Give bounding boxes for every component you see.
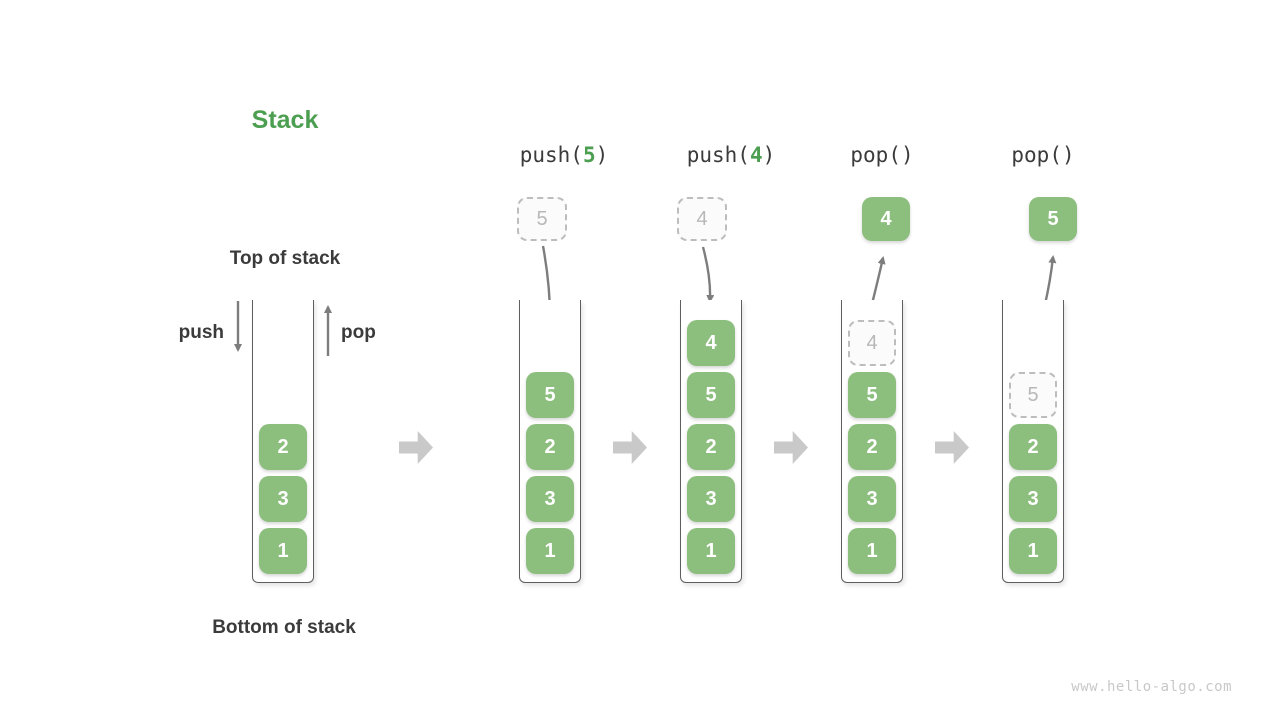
op-arg: 4 — [749, 143, 763, 167]
floating-popped-value: 5 — [1029, 197, 1077, 241]
op-text: push( — [519, 143, 583, 167]
watermark: www.hello-algo.com — [1071, 679, 1232, 695]
op-text: ) — [762, 143, 776, 167]
top-of-stack-label: Top of stack — [229, 248, 341, 269]
stack-cell-ghost: 5 — [1009, 372, 1057, 418]
stack-cell: 4 — [687, 320, 735, 366]
operation-label-push-4: push(4) — [687, 143, 776, 167]
push-label: push — [178, 322, 224, 343]
op-text: push( — [686, 143, 750, 167]
stack-cell: 5 — [687, 372, 735, 418]
floating-ghost-value: 5 — [517, 197, 567, 241]
floating-popped-value: 4 — [862, 197, 910, 241]
curved-arrow-down-icon — [701, 246, 715, 303]
op-text: pop() — [1011, 143, 1075, 167]
diagram-title: Stack — [251, 106, 319, 134]
arrow-right-icon — [774, 431, 808, 464]
stack-cell: 2 — [1009, 424, 1057, 470]
stack-cell-ghost: 4 — [848, 320, 896, 366]
stack-cell: 5 — [848, 372, 896, 418]
pop-label: pop — [341, 322, 376, 343]
stack-cell: 2 — [526, 424, 574, 470]
operation-label-push-5: push(5) — [520, 143, 609, 167]
stack-cell: 1 — [526, 528, 574, 574]
operation-label-pop-1: pop() — [850, 143, 913, 167]
stack-cell: 3 — [1009, 476, 1057, 522]
op-text: pop() — [850, 143, 914, 167]
op-text: ) — [595, 143, 609, 167]
op-arg: 5 — [582, 143, 596, 167]
stack-cell: 3 — [526, 476, 574, 522]
stack-cell: 3 — [848, 476, 896, 522]
stack-cell: 1 — [1009, 528, 1057, 574]
stack-cell: 2 — [848, 424, 896, 470]
arrow-right-icon — [399, 431, 433, 464]
stack-cell: 1 — [848, 528, 896, 574]
stack-cell: 1 — [259, 528, 307, 574]
stack-cell: 3 — [687, 476, 735, 522]
stack-cell: 1 — [687, 528, 735, 574]
bottom-of-stack-label: Bottom of stack — [212, 617, 356, 638]
arrow-right-icon — [613, 431, 647, 464]
floating-ghost-value: 4 — [677, 197, 727, 241]
operation-label-pop-2: pop() — [1011, 143, 1074, 167]
stack-cell: 3 — [259, 476, 307, 522]
stack-cell: 2 — [687, 424, 735, 470]
arrow-right-icon — [935, 431, 969, 464]
stack-cell: 2 — [259, 424, 307, 470]
stack-cell: 5 — [526, 372, 574, 418]
